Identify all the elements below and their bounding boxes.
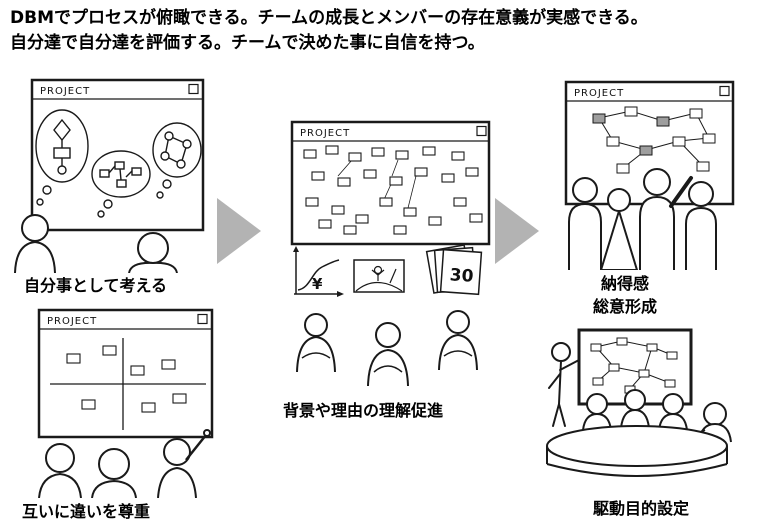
thought-bubble-network	[152, 122, 202, 199]
seated-person	[658, 393, 688, 431]
network-diagram	[592, 106, 716, 174]
caption-consensus-line1: 納得感	[600, 274, 649, 293]
person-figure-pointing	[639, 168, 693, 270]
growth-chart-icon: ¥	[293, 246, 344, 297]
caption-consensus-line2: 総意形成	[592, 297, 657, 317]
board-corner-box	[188, 83, 199, 95]
arrow-right-icon	[217, 198, 261, 264]
person-figure	[367, 322, 409, 387]
illustration-driving-purpose	[546, 328, 732, 477]
board-title-text: PROJECT	[574, 88, 624, 99]
yen-symbol: ¥	[312, 275, 323, 293]
project-board: PROJECT	[37, 308, 214, 439]
caption-respect-differences: 互いに違いを尊重	[22, 502, 151, 521]
seated-person	[582, 393, 612, 431]
board-corner-box	[476, 125, 487, 137]
person-figure	[438, 310, 478, 371]
person-figure	[38, 443, 82, 498]
board-corner-box	[719, 85, 730, 97]
board-corner-box	[197, 313, 208, 325]
illustration-consensus: PROJECT	[564, 80, 735, 270]
speech-bubble-nodes	[91, 150, 151, 218]
round-table	[546, 425, 728, 477]
caption-driving-purpose: 駆動目的設定	[593, 499, 690, 518]
axis-chart	[50, 338, 206, 430]
board-title-text: PROJECT	[300, 128, 350, 139]
person-figure-pointing	[157, 429, 211, 498]
presenter-figure	[548, 342, 580, 427]
header-text: DBMでプロセスが俯瞰できる。チームの成長とメンバーの存在意義が実感できる。 自…	[10, 6, 648, 55]
caption-think-as-own: 自分事として考える	[24, 276, 168, 295]
card-number: 30	[449, 265, 474, 287]
person-figure	[91, 448, 137, 498]
illustration-respect-differences: PROJECT	[37, 308, 214, 498]
person-figure	[14, 214, 56, 273]
speech-bubble-flowchart	[35, 109, 89, 206]
caption-consensus: 納得感 総意形成	[555, 272, 695, 318]
cards-stack-icon: 30	[425, 244, 483, 296]
person-figure-woman	[600, 188, 638, 270]
presentation-screen-icon	[353, 259, 405, 293]
caption-understand-reasons: 背景や理由の理解促進	[283, 401, 444, 420]
illustration-think-as-own: PROJECT	[14, 78, 205, 273]
illustration-understand-reasons: PROJECT	[290, 120, 491, 387]
person-figure	[685, 181, 717, 270]
person-figure	[568, 177, 602, 270]
person-figure	[128, 232, 178, 273]
header-line-2: 自分達で自分達を評価する。チームで決めた事に自信を持つ。	[10, 32, 485, 53]
arrow-triangle	[217, 198, 261, 264]
header-line-1: DBMでプロセスが俯瞰できる。チームの成長とメンバーの存在意義が実感できる。	[10, 8, 648, 28]
arrow-right-icon	[495, 198, 539, 264]
sticky-notes	[303, 145, 483, 235]
board-title-text: PROJECT	[40, 86, 90, 97]
board-title-text: PROJECT	[47, 316, 97, 327]
arrow-triangle	[495, 198, 539, 264]
person-figure	[296, 313, 336, 373]
seated-person	[620, 389, 650, 429]
